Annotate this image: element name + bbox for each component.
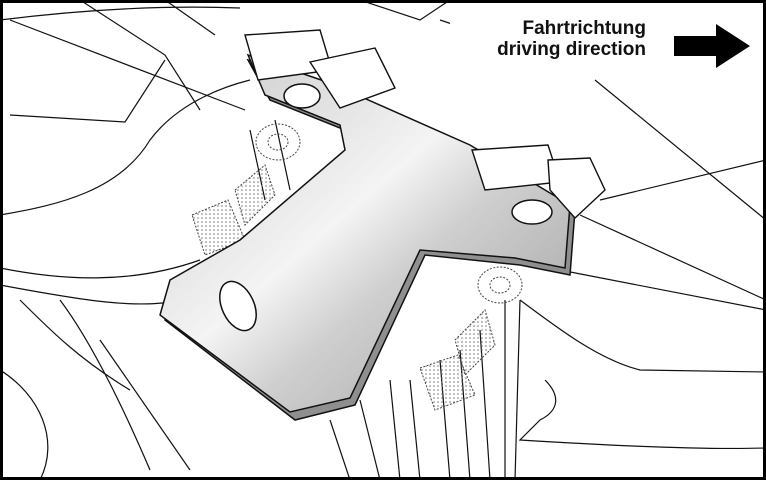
caption-backdrop bbox=[450, 12, 670, 64]
direction-label-en: driving direction bbox=[497, 39, 646, 60]
direction-label-de: Fahrtrichtung bbox=[522, 18, 647, 39]
direction-caption: Fahrtrichtung driving direction bbox=[497, 18, 646, 60]
adhesive-tape bbox=[244, 29, 606, 220]
arrow-right-icon bbox=[674, 24, 750, 68]
bolt-lower bbox=[419, 266, 523, 411]
mounting-bracket bbox=[159, 53, 576, 421]
